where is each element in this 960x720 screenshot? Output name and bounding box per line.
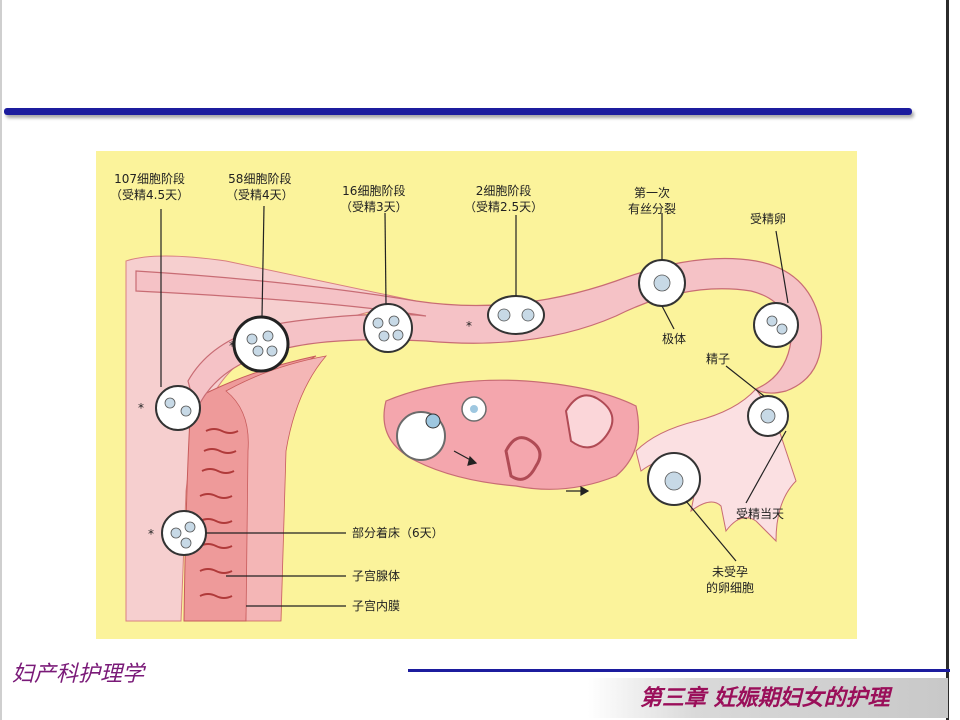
process-arrows [453,450,590,497]
label-stage58: 58细胞阶段 （受精4天） [226,171,294,203]
label-stage58-day: （受精4天） [226,188,294,202]
label-unfertilized-line2: 的卵细胞 [706,581,755,595]
bottom-divider [408,669,950,672]
morula-58 [232,315,290,373]
blastocyst-107 [155,385,201,431]
label-unfertilized-line1: 未受孕 [712,565,749,579]
gland-marks [199,428,239,599]
label-stage16: 16细胞阶段 （受精3天） [340,183,408,215]
slide-left-edge [0,0,2,720]
label-stage16-day: （受精3天） [340,200,408,214]
label-first-division-line2: 有丝分裂 [628,202,677,216]
course-title: 妇产科护理学 [12,662,145,687]
corpus-luteum-1 [504,436,542,481]
label-stage16-title: 16细胞阶段 [342,184,406,198]
label-stage2-title: 2细胞阶段 [475,184,532,198]
slide-right-edge [946,0,949,720]
star-marker-1: * [138,401,144,415]
cell-2 [487,295,545,335]
top-divider [4,108,912,115]
label-stage58-title: 58细胞阶段 [228,172,292,186]
label-partial-implantation: 部分着床（6天） [352,526,444,540]
label-stage107-day: （受精4.5天） [110,188,190,202]
label-polar-body: 极体 [662,332,687,346]
blastocyst-implant [161,510,207,556]
fertilization-diagram: 107细胞阶段 （受精4.5天） 58细胞阶段 （受精4天） 16细胞阶段 （受… [96,151,857,639]
diagram-illustration [125,205,823,622]
label-endometrium: 子宫内膜 [352,599,401,613]
chapter-title: 第三章 妊娠期妇女的护理 [640,685,890,711]
star-marker-4: * [148,527,154,541]
label-stage2: 2细胞阶段 （受精2.5天） [464,183,543,215]
zygote [753,302,799,348]
label-stage107-title: 107细胞阶段 [114,172,185,186]
label-stage107: 107细胞阶段 （受精4.5天） [110,171,189,203]
star-marker-3: * [466,319,472,333]
label-uterine-gland: 子宫腺体 [352,569,401,583]
pointer-lines [160,205,789,607]
label-first-division-line1: 第一次 [634,186,671,200]
chapter-banner [588,678,948,718]
cell-16 [363,303,413,353]
label-stage2-day: （受精2.5天） [464,200,544,214]
star-marker-2: * [229,339,235,353]
label-sperm: 精子 [706,352,731,366]
label-unfertilized-egg: 未受孕 的卵细胞 [706,564,754,596]
label-first-division: 第一次 有丝分裂 [628,185,676,217]
label-fertilized-egg: 受精卵 [750,212,787,226]
label-fertilization-day: 受精当天 [736,507,785,521]
uterine-gland-layer [225,355,328,622]
corpus-luteum-2 [564,394,614,449]
